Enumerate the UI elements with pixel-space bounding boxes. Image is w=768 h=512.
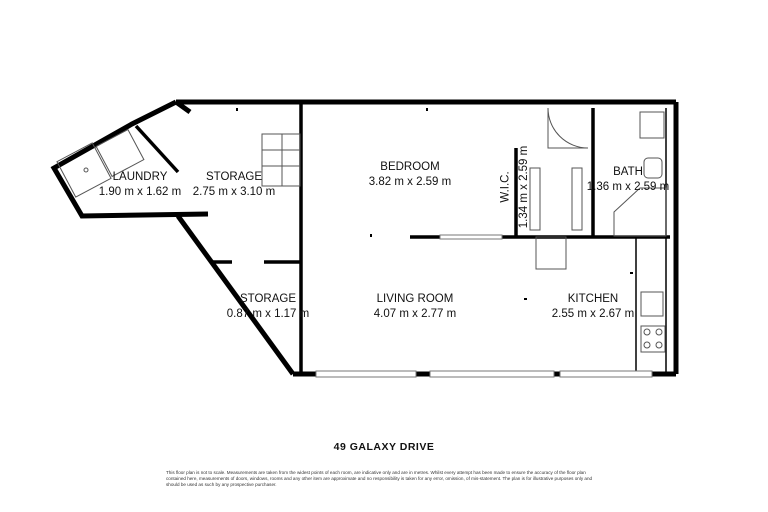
wic-shelf-left (529, 167, 541, 231)
wall-laundry-stub (174, 99, 192, 115)
marker (426, 108, 428, 111)
fixtures (56, 107, 667, 353)
marker (370, 234, 372, 237)
wall-laundry (50, 99, 209, 219)
room-bedroom: BEDROOM 3.82 m x 2.59 m (369, 160, 451, 190)
wall-diagonal (175, 214, 296, 376)
wall-laundry-inner (134, 124, 180, 174)
windows (315, 234, 653, 378)
shower (613, 187, 667, 237)
room-name: KITCHEN (567, 293, 619, 305)
wic-shelf-right (571, 167, 583, 231)
marker (630, 272, 633, 274)
disclaimer-text: This floor plan is not to scale. Measure… (166, 470, 593, 487)
cooktop (640, 325, 666, 353)
room-dims: 2.55 m x 2.67 m (551, 308, 635, 320)
door-swing-wic (547, 107, 589, 149)
toilet (643, 157, 663, 179)
room-name: LIVING ROOM (376, 293, 454, 305)
room-dims: 2.75 m x 3.10 m (192, 186, 276, 198)
room-name: STORAGE (239, 293, 297, 305)
stairs (261, 133, 301, 187)
room-living: LIVING ROOM 4.07 m x 2.77 m (374, 292, 456, 322)
room-dims: 1.90 m x 1.62 m (98, 186, 182, 198)
room-name: LAUNDRY (112, 171, 168, 183)
washer (95, 128, 145, 178)
room-storage-1: STORAGE 2.75 m x 3.10 m (193, 170, 275, 200)
room-name: STORAGE (205, 171, 263, 183)
markers (236, 108, 633, 300)
room-laundry: LAUNDRY 1.90 m x 1.62 m (99, 170, 181, 200)
room-name: BEDROOM (380, 161, 440, 173)
property-address: 49 GALAXY DRIVE (333, 441, 435, 453)
room-kitchen: KITCHEN 2.55 m x 2.67 m (552, 292, 634, 322)
room-dims: 4.07 m x 2.77 m (373, 308, 457, 320)
marker (236, 108, 238, 111)
burner (655, 328, 663, 336)
room-storage-2: STORAGE 0.87 m x 1.17 m (227, 292, 309, 322)
room-dims: 0.87 m x 1.17 m (226, 308, 310, 320)
room-name: BATH (613, 166, 643, 178)
room-dims: 1.36 m x 2.59 m (586, 181, 670, 193)
burner (643, 341, 651, 349)
window-kitchen (559, 370, 653, 378)
laundry-tub (56, 142, 112, 198)
interior-walls (134, 102, 670, 374)
door-frame-wic (547, 108, 588, 149)
window-living-left (315, 370, 417, 378)
vanity (639, 111, 665, 139)
stair-treads (262, 134, 300, 186)
marker (524, 298, 527, 300)
room-wic: W.I.C. (498, 171, 512, 202)
window-internal (439, 234, 503, 240)
room-dims: 1.34 m x 2.59 m (518, 145, 531, 229)
burner (643, 328, 651, 336)
sliding-door (429, 370, 555, 378)
room-bath: BATH 1.36 m x 2.59 m (587, 165, 669, 195)
burner (655, 341, 663, 349)
room-name: W.I.C. (499, 171, 512, 203)
tub-drain (83, 167, 89, 173)
cupboard (535, 236, 567, 270)
room-dims: 3.82 m x 2.59 m (368, 176, 452, 188)
room-wic-dims: 1.34 m x 2.59 m (517, 146, 531, 228)
kitchen-sink (640, 291, 664, 317)
